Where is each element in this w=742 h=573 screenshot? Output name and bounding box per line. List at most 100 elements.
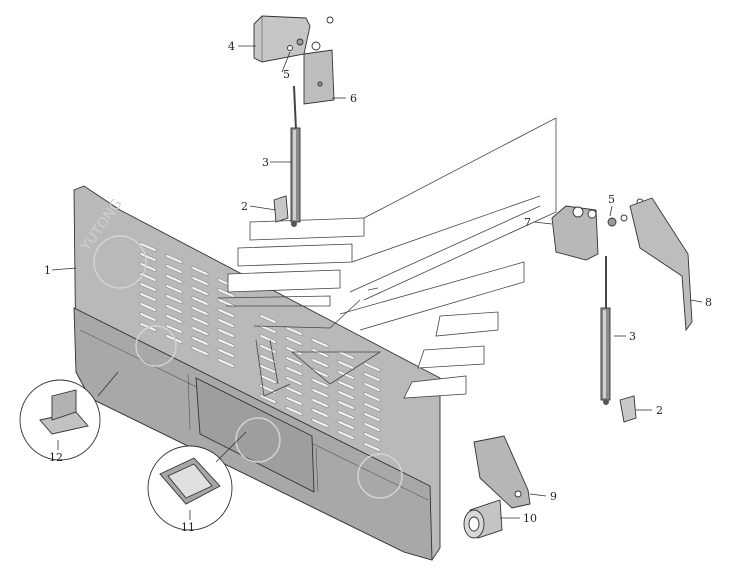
callout-3-upper: 3 [262,156,269,169]
vent-slot [363,361,381,373]
callout-7: 7 [524,216,531,229]
vent-slot [311,397,329,409]
upper-hinge-assembly [253,15,335,105]
vent-slot [165,303,183,315]
vent-slot [191,265,209,277]
vent-slot [139,301,157,313]
vent-slot [285,365,303,377]
vent-slot [259,313,277,325]
vent-slot [285,335,303,347]
vent-slot [337,399,355,411]
vent-slot [285,395,303,407]
vent-slot [217,327,235,339]
vent-slot [337,389,355,401]
vent-slot [285,355,303,367]
detail-angle-bracket [19,371,119,461]
vent-slot [285,385,303,397]
vent-slot [139,251,157,263]
callout-8: 8 [705,296,712,309]
vent-slot [139,261,157,273]
vent-slot [139,271,157,283]
vent-slots-left [139,241,235,369]
vent-slot [311,417,329,429]
vent-slot [191,325,209,337]
vent-slot [285,325,303,337]
callout-2-upper: 2 [241,200,248,213]
vent-slot [165,323,183,335]
vent-slot [337,379,355,391]
vent-slot [311,347,329,359]
vent-slot [191,275,209,287]
callout-12: 12 [49,451,63,464]
callout-9: 9 [550,490,557,503]
bushing [463,499,503,539]
vent-slot [285,375,303,387]
vent-slot [139,281,157,293]
watermark-rings [93,235,403,499]
vent-slot [191,315,209,327]
vent-slot [259,373,277,385]
vent-slot [311,407,329,419]
callout-3-right: 3 [629,330,636,343]
callout-11: 11 [181,521,195,534]
leader-lines [51,45,703,520]
vent-slot [259,393,277,405]
vent-slot [191,295,209,307]
side-bracket-plate [629,197,693,332]
vent-slot [311,387,329,399]
vent-slot [191,335,209,347]
vent-slot [217,347,235,359]
callout-10: 10 [523,512,537,525]
vent-slot [217,337,235,349]
mount-bracket [473,435,531,509]
vent-slot [285,405,303,417]
vent-slot [139,311,157,323]
vent-slot [363,441,381,453]
vent-slot [363,391,381,403]
vent-slot [139,291,157,303]
callout-6: 6 [350,92,357,105]
vent-slot [139,241,157,253]
vent-slot [191,305,209,317]
callout-4: 4 [228,40,235,53]
vent-slot [191,285,209,297]
vent-slot [337,359,355,371]
vent-slot [337,369,355,381]
vent-slot [165,333,183,345]
vent-slot [311,337,329,349]
vent-slot [217,307,235,319]
vent-slot [165,313,183,325]
open-panel-outline [217,117,557,399]
vent-slot [217,317,235,329]
vent-slot [165,263,183,275]
vent-slot [217,357,235,369]
vent-slot [191,345,209,357]
vent-slot [259,383,277,395]
vent-slot [363,371,381,383]
vent-slot [337,419,355,431]
vent-slot [311,357,329,369]
callout-5-upper: 5 [283,68,290,81]
rear-panel [73,185,441,561]
gas-strut-right [600,256,637,423]
detail-lamp [147,431,247,531]
vent-slot [217,297,235,309]
vent-slot [337,429,355,441]
vent-slot [165,253,183,265]
vent-slot [311,377,329,389]
callout-2-lower: 2 [656,404,663,417]
vent-slot [259,333,277,345]
callout-labels: 1 2 2 3 3 4 5 5 6 7 8 9 10 11 12 [44,40,712,534]
vent-slot [337,409,355,421]
vent-slot [363,381,381,393]
callout-5-right: 5 [608,193,615,206]
callout-1: 1 [44,264,51,277]
vent-slot [259,353,277,365]
gas-strut-upper [273,85,301,227]
vent-slot [363,421,381,433]
vent-slot [165,273,183,285]
right-hinge-assembly [551,198,644,261]
vent-slot [285,345,303,357]
